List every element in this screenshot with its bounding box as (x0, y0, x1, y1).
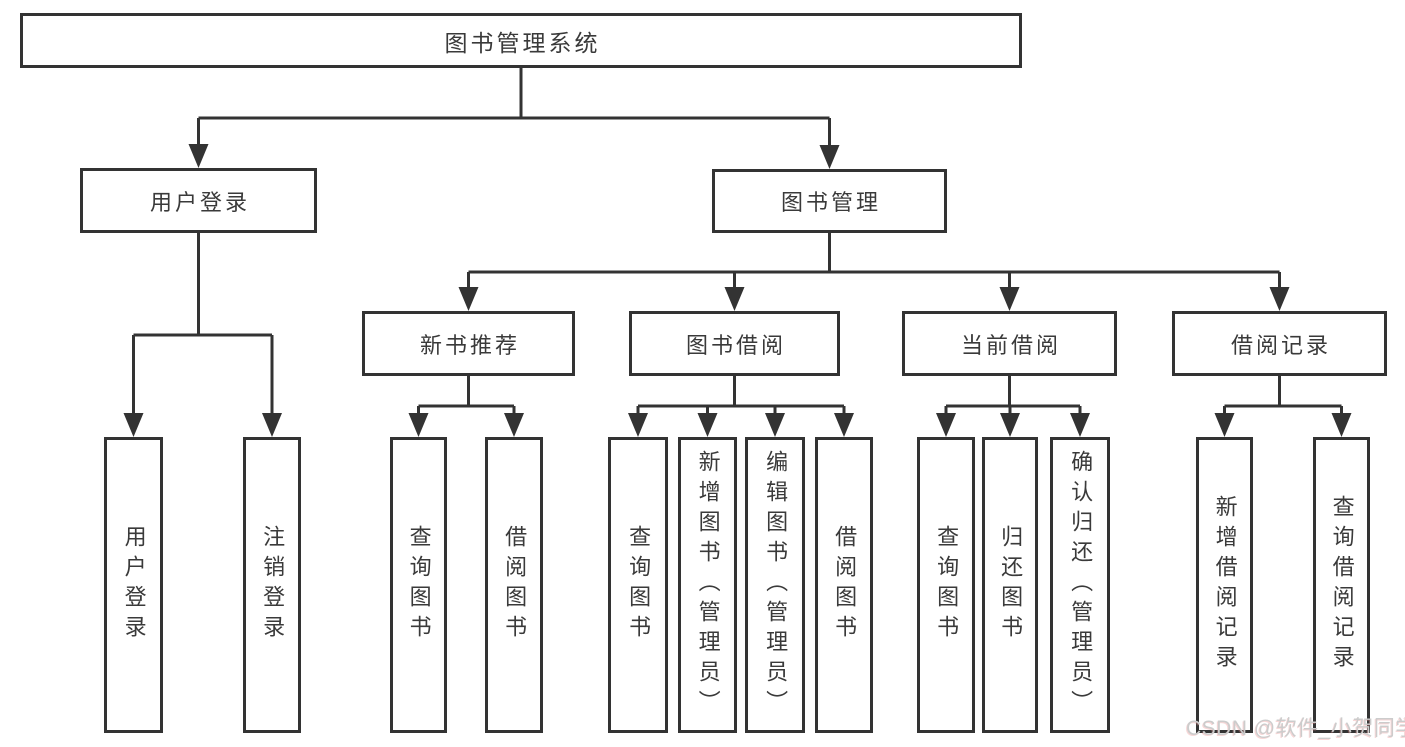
node-leaf-edit-books-admin-label: 编辑图书（管理员） (763, 450, 789, 720)
node-root: 图书管理系统 (20, 13, 1022, 68)
node-leaf-query-books-current: 查询图书 (917, 437, 975, 733)
node-leaf-borrow-books-recommend-label: 借阅图书 (502, 525, 528, 645)
node-leaf-add-borrow-record-label: 新增借阅记录 (1212, 495, 1238, 675)
node-leaf-confirm-return-admin-label: 确认归还（管理员） (1068, 450, 1094, 720)
node-leaf-query-books-borrowing-label: 查询图书 (626, 525, 652, 645)
connector-user-login-to-leaves (123, 233, 282, 437)
node-book-management-label: 图书管理 (780, 190, 881, 215)
node-current-borrowing: 当前借阅 (902, 311, 1117, 376)
connector-new-book-recommend-to-leaves (408, 376, 524, 437)
node-leaf-confirm-return-admin: 确认归还（管理员） (1050, 437, 1110, 733)
node-new-book-recommend-label: 新书推荐 (419, 332, 520, 358)
connector-root-to-level1 (188, 68, 840, 169)
node-leaf-query-books-recommend: 查询图书 (390, 437, 447, 733)
csdn-watermark: CSDN @软件_小贺同学 (1186, 717, 1405, 740)
node-leaf-query-books-recommend-label: 查询图书 (406, 525, 432, 645)
node-leaf-return-books: 归还图书 (982, 437, 1038, 733)
node-root-label: 图书管理系统 (444, 29, 601, 56)
connector-book-management-to-sections (458, 233, 1290, 311)
connector-book-borrowing-to-leaves (628, 376, 854, 437)
node-book-borrowing-label: 图书借阅 (685, 332, 786, 358)
node-leaf-add-borrow-record: 新增借阅记录 (1196, 437, 1253, 733)
node-leaf-logout: 注销登录 (243, 437, 301, 733)
node-leaf-query-borrow-record-label: 查询借阅记录 (1329, 495, 1355, 675)
node-leaf-add-books-admin-label: 新增图书（管理员） (695, 450, 721, 720)
node-leaf-add-books-admin: 新增图书（管理员） (678, 437, 737, 733)
connector-borrowing-records-to-leaves (1214, 376, 1352, 437)
node-leaf-user-login-label: 用户登录 (121, 525, 147, 645)
node-leaf-borrow-books-label: 借阅图书 (832, 525, 858, 645)
node-borrowing-records-label: 借阅记录 (1230, 332, 1331, 358)
node-book-management: 图书管理 (712, 169, 947, 233)
node-user-login: 用户登录 (80, 168, 317, 233)
node-leaf-borrow-books-recommend: 借阅图书 (485, 437, 543, 733)
node-current-borrowing-label: 当前借阅 (960, 332, 1061, 358)
node-new-book-recommend: 新书推荐 (362, 311, 575, 376)
node-leaf-query-borrow-record: 查询借阅记录 (1313, 437, 1370, 733)
node-leaf-logout-label: 注销登录 (260, 525, 286, 645)
node-leaf-user-login: 用户登录 (104, 437, 163, 733)
node-leaf-edit-books-admin: 编辑图书（管理员） (745, 437, 805, 733)
node-book-borrowing: 图书借阅 (629, 311, 840, 376)
connector-current-borrowing-to-leaves (936, 376, 1090, 437)
node-leaf-query-books-current-label: 查询图书 (934, 525, 960, 645)
node-leaf-return-books-label: 归还图书 (998, 525, 1024, 645)
node-leaf-borrow-books: 借阅图书 (815, 437, 873, 733)
node-user-login-label: 用户登录 (149, 189, 250, 215)
node-leaf-query-books-borrowing: 查询图书 (608, 437, 668, 733)
node-borrowing-records: 借阅记录 (1172, 311, 1387, 376)
